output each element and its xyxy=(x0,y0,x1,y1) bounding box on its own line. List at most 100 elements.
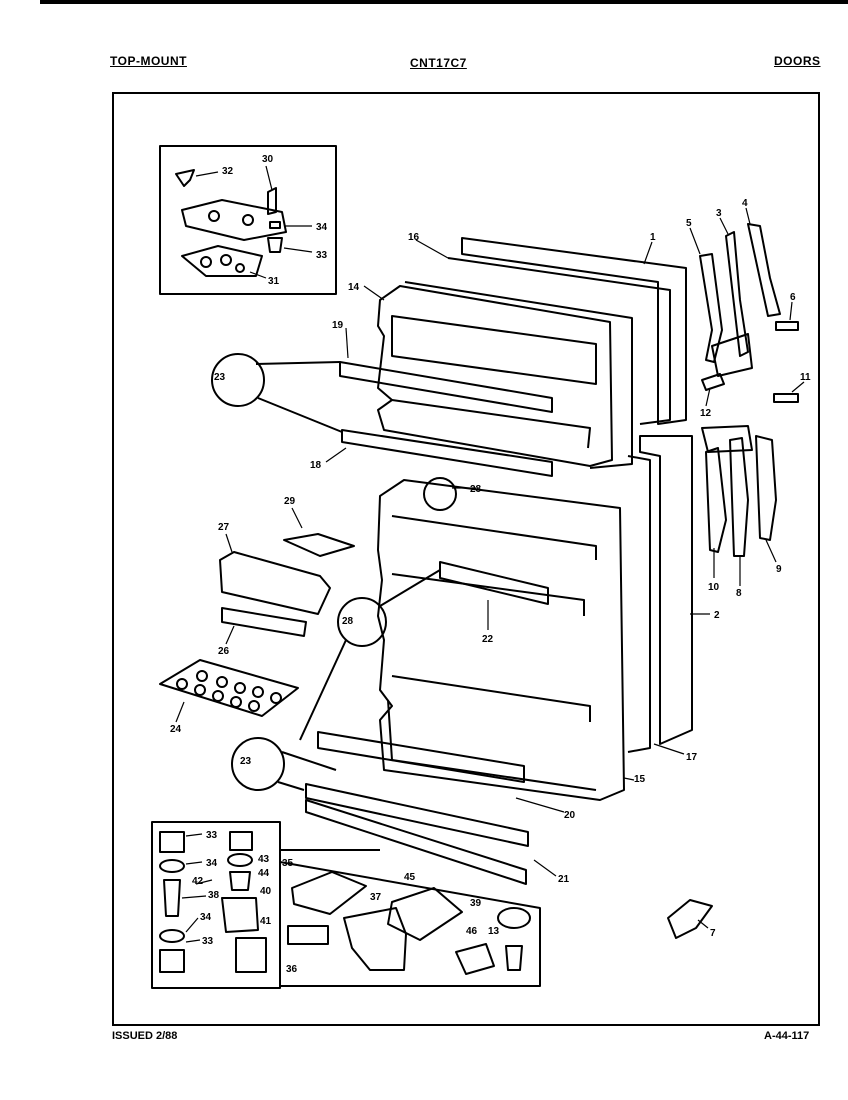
door-shelf-21a xyxy=(305,783,529,847)
part-46 xyxy=(455,943,495,975)
egg-tray-24 xyxy=(159,659,299,717)
bracket-7 xyxy=(667,899,713,939)
callout-30: 30 xyxy=(262,154,274,165)
hardware-inset-box xyxy=(151,821,281,989)
callout-32: 32 xyxy=(222,166,234,177)
callout-41: 41 xyxy=(260,916,272,927)
callout-18: 18 xyxy=(310,460,322,471)
cap-39 xyxy=(497,907,531,929)
detail-circle-28 xyxy=(337,597,387,647)
callout-22: 22 xyxy=(482,634,494,645)
callout-38: 38 xyxy=(208,890,220,901)
callout-1: 1 xyxy=(650,232,656,243)
hinge-strap-10 xyxy=(705,447,727,553)
callout-21: 21 xyxy=(558,874,570,885)
hinge-strap-5 xyxy=(699,253,723,363)
hinge-strap-8 xyxy=(729,437,749,557)
callout-7: 7 xyxy=(710,928,716,939)
detail-circle-23-bottom xyxy=(231,737,285,791)
callout-36: 36 xyxy=(286,964,298,975)
callout-40: 40 xyxy=(260,886,272,897)
freezer-door-liner xyxy=(377,285,613,467)
detail-circle-28-top xyxy=(423,477,457,511)
butter-trim-26 xyxy=(221,607,307,637)
hardware-box-bottom xyxy=(279,861,541,987)
bracket-37 xyxy=(343,907,407,971)
header-model-type: TOP-MOUNT xyxy=(110,54,187,68)
callout-37: 37 xyxy=(370,892,382,903)
top-hinge-part xyxy=(181,187,287,241)
callout-20: 20 xyxy=(564,810,576,821)
fresh-food-door-liner xyxy=(377,479,625,801)
hinge-plate xyxy=(711,333,753,377)
callout-31: 31 xyxy=(268,276,280,287)
header-section: DOORS xyxy=(774,54,821,68)
freezer-shelf-19 xyxy=(339,361,553,413)
hinge-strap-3 xyxy=(725,231,749,357)
callout-6: 6 xyxy=(790,292,796,303)
callout-33-inset: 33 xyxy=(316,250,328,261)
callout-23-top: 23 xyxy=(214,372,226,383)
callout-28: 28 xyxy=(342,616,354,627)
plate-45 xyxy=(387,887,463,941)
screw-32 xyxy=(175,169,195,187)
callout-13: 13 xyxy=(488,926,500,937)
callout-39: 39 xyxy=(470,898,482,909)
plug-6 xyxy=(775,321,799,331)
header-model-number: CNT17C7 xyxy=(410,56,467,70)
callout-33-b: 33 xyxy=(202,936,214,947)
butter-compartment-27 xyxy=(219,551,331,615)
callout-19: 19 xyxy=(332,320,344,331)
callout-42: 42 xyxy=(192,876,204,887)
detail-circle-23-top xyxy=(211,353,265,407)
freezer-door-panel xyxy=(404,237,687,469)
plug-11 xyxy=(773,393,799,403)
callout-16: 16 xyxy=(408,232,420,243)
butter-cover-29 xyxy=(283,533,355,557)
fresh-food-door-panel xyxy=(627,435,693,753)
callout-44: 44 xyxy=(258,868,270,879)
diagram-frame xyxy=(112,92,820,1026)
callout-46: 46 xyxy=(466,926,478,937)
callout-5: 5 xyxy=(686,218,692,229)
pin-13 xyxy=(505,945,523,971)
callout-34-b: 34 xyxy=(200,912,212,923)
plate-36 xyxy=(287,925,329,945)
callout-10: 10 xyxy=(708,582,720,593)
callout-3: 3 xyxy=(716,208,722,219)
callout-26: 26 xyxy=(218,646,230,657)
callout-24: 24 xyxy=(170,724,182,735)
callout-45: 45 xyxy=(404,872,416,883)
callout-43: 43 xyxy=(258,854,270,865)
diagram-code: A-44-117 xyxy=(764,1030,810,1042)
issued-date: ISSUED 2/88 xyxy=(112,1030,178,1042)
callout-8: 8 xyxy=(736,588,742,599)
callout-35: 35 xyxy=(282,858,294,869)
leader-lines xyxy=(175,165,805,943)
shim-12 xyxy=(701,373,725,391)
callout-9: 9 xyxy=(776,564,782,575)
callout-29: 29 xyxy=(284,496,296,507)
hinge-inset-box xyxy=(159,145,337,295)
freezer-shelf-18 xyxy=(341,429,553,477)
callout-34-a: 34 xyxy=(206,858,218,869)
door-shelf-20 xyxy=(317,731,525,783)
callout-15: 15 xyxy=(634,774,646,785)
hinge-strap-4 xyxy=(747,223,781,317)
callout-11: 11 xyxy=(800,372,811,383)
callout-2: 2 xyxy=(714,610,720,621)
callout-4: 4 xyxy=(742,198,748,209)
door-shelf-22 xyxy=(439,561,549,605)
lower-hinge-plate xyxy=(701,425,753,453)
callout-17: 17 xyxy=(686,752,698,763)
callout-33-a: 33 xyxy=(206,830,218,841)
callout-27: 27 xyxy=(218,522,230,533)
callout-28-top: 28 xyxy=(470,484,482,495)
lower-hinge-part xyxy=(181,245,263,277)
door-shelf-21b xyxy=(305,799,527,885)
callout-12: 12 xyxy=(700,408,712,419)
callout-23-bottom: 23 xyxy=(240,756,252,767)
callout-34-inset: 34 xyxy=(316,222,328,233)
hinge-strap-9 xyxy=(755,435,777,541)
